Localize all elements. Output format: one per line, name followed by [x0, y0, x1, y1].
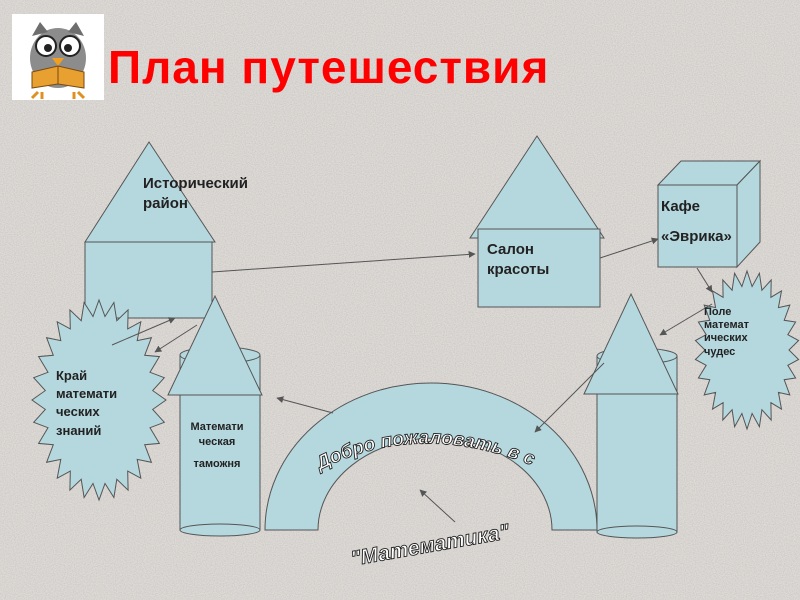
salon-line-2: красоты	[487, 260, 550, 278]
arrow-gate-to-customs	[276, 396, 334, 414]
right-tower	[583, 292, 679, 539]
miracles-field-label: Поле математ ических чудес	[704, 306, 749, 358]
salon-line-1: Салон	[487, 241, 534, 258]
customs-label: Математи ческая таможня	[183, 420, 251, 472]
miracles-field-starburst	[694, 269, 800, 431]
arrow-historical-to-salon	[211, 250, 476, 273]
historical-line-1: Исторический	[143, 175, 248, 192]
customs-line-3: таможня	[193, 457, 241, 470]
arrow-field-to-tower	[659, 303, 713, 336]
gate-name-text: "Математика"	[349, 520, 512, 571]
salon-roof	[469, 135, 605, 239]
arrow-customs-to-edge	[154, 324, 198, 353]
arrow-name-to-gate	[419, 489, 456, 523]
cafe-line-1: Кафе	[661, 198, 700, 215]
gate-arch	[264, 382, 598, 531]
historical-district-label: Исторический район	[143, 174, 248, 213]
historical-line-2: район	[143, 194, 188, 212]
knowledge-edge-label: Край математи ческих знаний	[56, 368, 118, 438]
owl-reading-book-icon	[12, 14, 104, 100]
knowledge-edge-starburst	[31, 298, 167, 502]
salon-body	[477, 228, 601, 308]
customs-line-2: ческая	[198, 436, 236, 449]
arrow-cafe-to-field	[696, 267, 713, 293]
cafe-line-2: «Эврика»	[661, 228, 732, 245]
arrow-salon-to-cafe	[599, 237, 659, 259]
cafe-cube-front	[657, 184, 738, 268]
customs-tower	[167, 294, 263, 537]
cafe-label: Кафе «Эврика»	[661, 192, 732, 252]
beauty-salon-label: Салон красоты	[487, 240, 549, 279]
page-title: План путешествия	[108, 41, 550, 93]
customs-line-1: Математи	[190, 421, 244, 433]
arrow-tower-to-gate	[534, 362, 605, 433]
arrow-edge-to-historical	[111, 317, 176, 346]
historical-body	[84, 241, 213, 319]
